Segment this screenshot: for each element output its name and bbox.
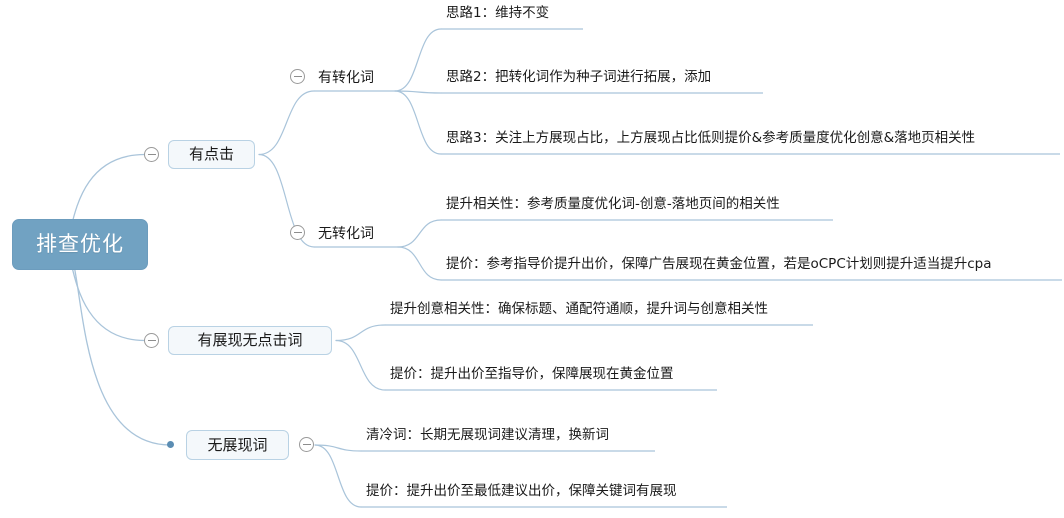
collapse-toggle-you-dian-ji[interactable] (144, 147, 159, 162)
leaf-node-si-lu-2[interactable]: 思路2：把转化词作为种子词进行拓展，添加 (446, 69, 712, 85)
branch-node-wu-zhan-xian-ci[interactable]: 无展现词 (186, 430, 289, 460)
leaf-node-ti-sheng-chuang-yi-xiang-guan-xing[interactable]: 提升创意相关性：确保标题、通配符通顺，提升词与创意相关性 (390, 301, 768, 317)
branch-dot-wu-zhan-xian-ci (167, 441, 174, 448)
branch-node-you-zhan-xian-wu-dian-ji-ci[interactable]: 有展现无点击词 (168, 326, 332, 355)
collapse-toggle-you-zhuan-hua-ci[interactable] (290, 69, 305, 84)
branch-node-you-dian-ji[interactable]: 有点击 (168, 140, 255, 169)
collapse-toggle-wu-zhuan-hua-ci[interactable] (290, 225, 305, 240)
leaf-node-ti-jia-zui-di-jian-yi[interactable]: 提价：提升出价至最低建议出价，保障关键词有展现 (366, 483, 677, 499)
leaf-node-qing-leng-ci[interactable]: 清冷词：长期无展现词建议清理，换新词 (366, 427, 609, 443)
leaf-node-ti-jia-ocpc[interactable]: 提价：参考指导价提升出价，保障广告展现在黄金位置，若是oCPC计划则提升适当提升… (446, 256, 992, 272)
root-node[interactable]: 排查优化 (12, 219, 148, 270)
leaf-node-si-lu-3[interactable]: 思路3：关注上方展现占比，上方展现占比低则提价&参考质量度优化创意&落地页相关性 (446, 130, 976, 146)
leaf-node-ti-jia-zhi-dao-jia[interactable]: 提价：提升出价至指导价，保障展现在黄金位置 (390, 366, 674, 382)
leaf-node-si-lu-1[interactable]: 思路1：维持不变 (446, 5, 550, 21)
leaf-node-ti-sheng-xiang-guan-xing[interactable]: 提升相关性：参考质量度优化词-创意-落地页间的相关性 (446, 196, 780, 212)
subbranch-node-wu-zhuan-hua-ci[interactable]: 无转化词 (318, 226, 374, 242)
subbranch-node-you-zhuan-hua-ci[interactable]: 有转化词 (318, 70, 374, 86)
collapse-toggle-you-zhan-xian-wu-dian-ji-ci[interactable] (144, 333, 159, 348)
collapse-toggle-wu-zhan-xian-ci[interactable] (299, 437, 314, 452)
